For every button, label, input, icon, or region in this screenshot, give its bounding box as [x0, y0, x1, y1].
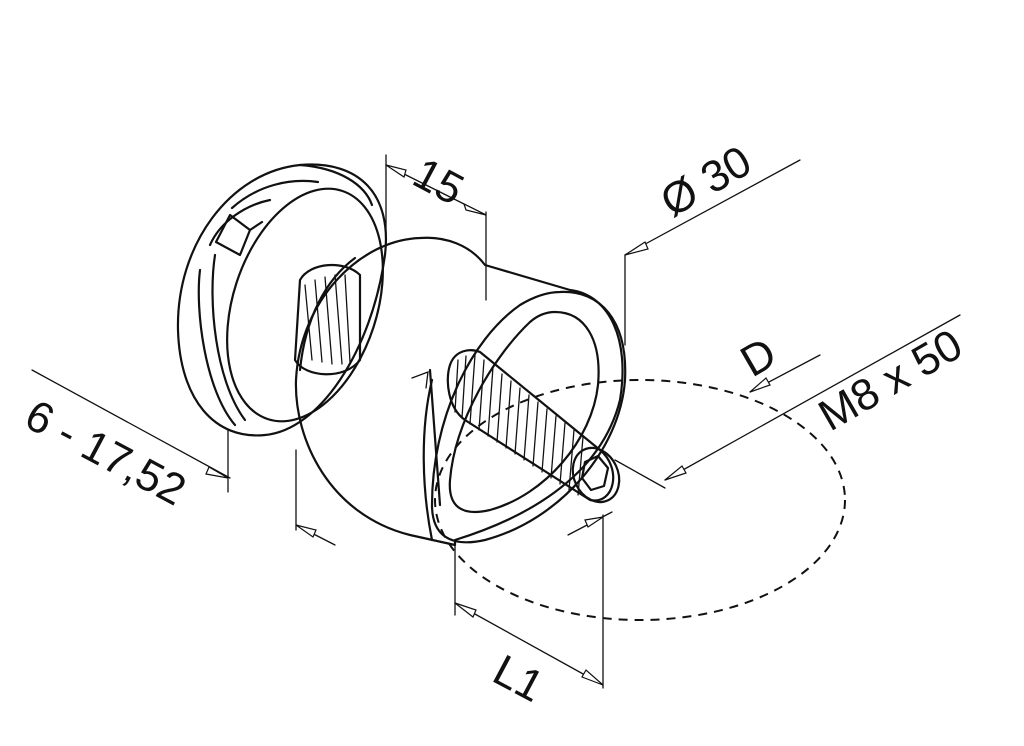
reference-circle-dashed [434, 379, 846, 621]
clamp-body [294, 236, 627, 547]
l1-label: L1 [485, 646, 551, 712]
thread-label: M8 x 50 [811, 320, 971, 441]
width-label: 15 [405, 149, 471, 215]
glass-thickness-label: 6 - 17,52 [17, 391, 193, 516]
threaded-rod [446, 349, 621, 504]
diameter-label: Ø 30 [653, 137, 760, 227]
dimension-lines [31, 154, 961, 689]
rear-thread [293, 263, 362, 376]
rear-disc [176, 163, 388, 437]
